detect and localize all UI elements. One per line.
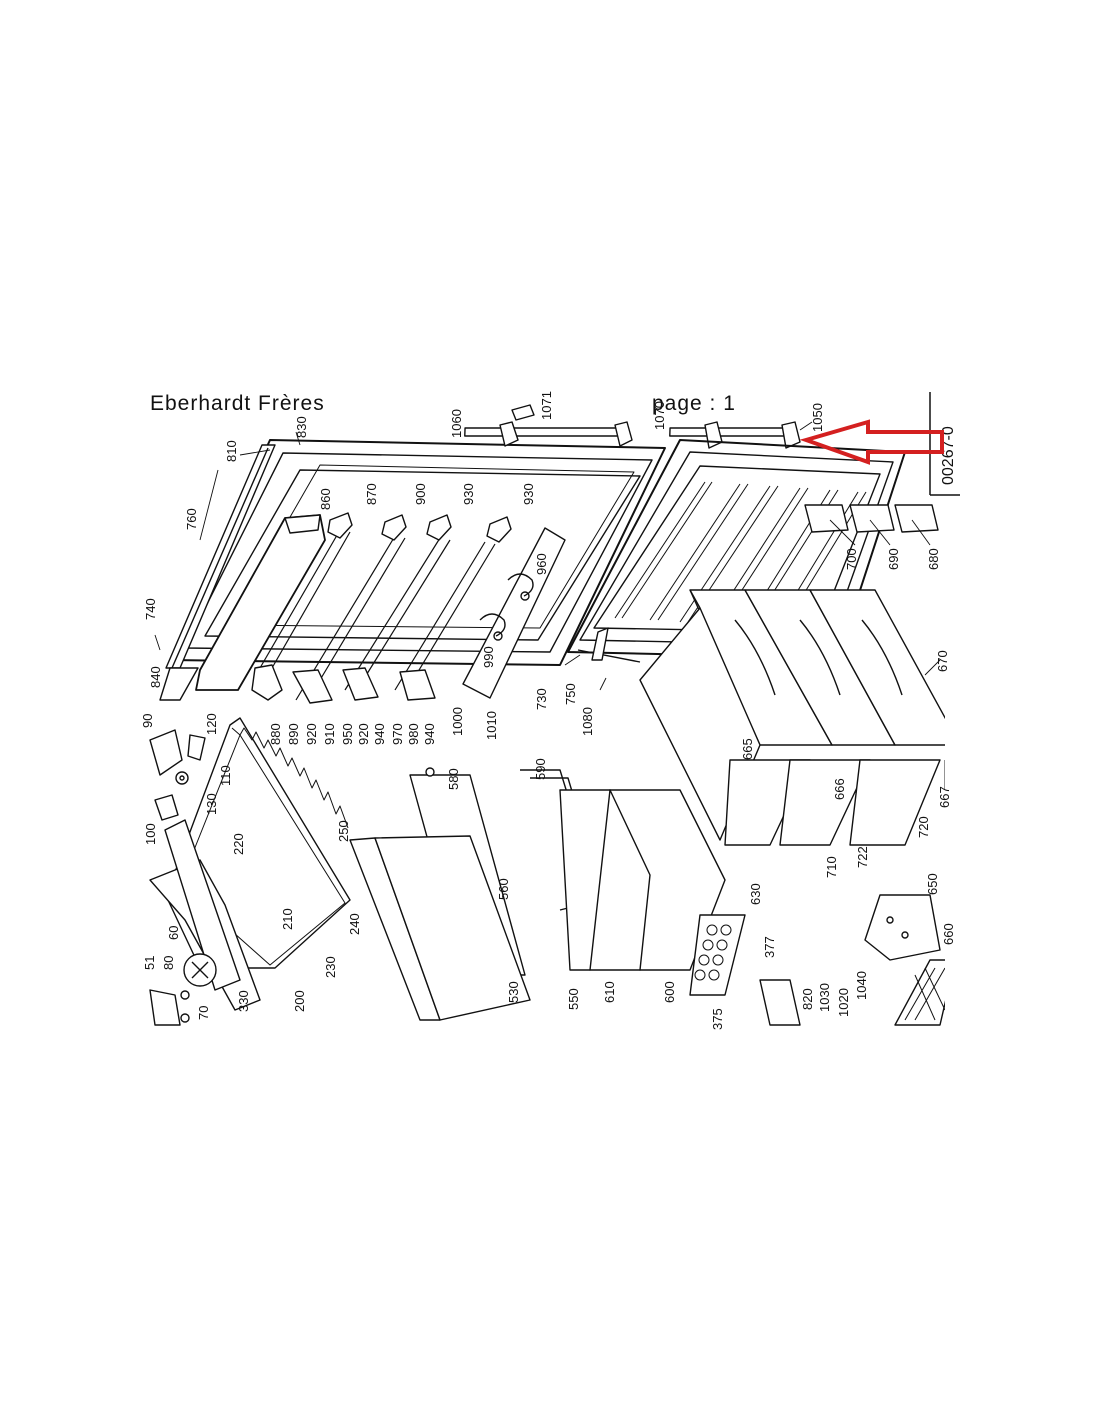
page-label: page : 1 bbox=[652, 392, 736, 415]
label-560: 560 bbox=[496, 878, 511, 900]
label-810: 810 bbox=[224, 440, 239, 462]
label-960: 960 bbox=[534, 553, 549, 575]
label-1071: 1071 bbox=[539, 391, 554, 420]
label-377: 377 bbox=[762, 936, 777, 958]
label-1040: 1040 bbox=[854, 971, 869, 1000]
label-240: 240 bbox=[347, 913, 362, 935]
label-665: 665 bbox=[740, 738, 755, 760]
label-200: 200 bbox=[292, 990, 307, 1012]
leader-lines bbox=[154, 421, 945, 790]
label-667: 667 bbox=[937, 786, 952, 808]
label-1080: 1080 bbox=[580, 707, 595, 736]
label-840: 840 bbox=[148, 666, 163, 688]
label-1000: 1000 bbox=[450, 707, 465, 736]
label-910: 910 bbox=[322, 723, 337, 745]
label-666: 666 bbox=[832, 778, 847, 800]
label-990: 990 bbox=[481, 646, 496, 668]
label-690: 690 bbox=[886, 548, 901, 570]
label-1060: 1060 bbox=[449, 409, 464, 438]
label-650: 650 bbox=[925, 873, 940, 895]
label-660: 660 bbox=[941, 923, 956, 945]
label-940b: 940 bbox=[422, 723, 437, 745]
label-1070: 1070 bbox=[652, 401, 667, 430]
label-970: 970 bbox=[390, 723, 405, 745]
label-230: 230 bbox=[323, 956, 338, 978]
label-722: 722 bbox=[855, 846, 870, 868]
label-930b: 930 bbox=[521, 483, 536, 505]
label-820: 820 bbox=[800, 988, 815, 1010]
label-590: 590 bbox=[533, 758, 548, 780]
label-680: 680 bbox=[926, 548, 941, 570]
label-940a: 940 bbox=[372, 723, 387, 745]
accessories bbox=[689, 894, 945, 1026]
label-920a: 920 bbox=[304, 723, 319, 745]
label-950: 950 bbox=[340, 723, 355, 745]
label-130: 130 bbox=[204, 793, 219, 815]
glass-shelves bbox=[349, 767, 531, 1021]
label-860: 860 bbox=[318, 488, 333, 510]
label-100: 100 bbox=[143, 823, 158, 845]
label-750: 750 bbox=[563, 683, 578, 705]
label-890: 890 bbox=[286, 723, 301, 745]
label-760: 760 bbox=[184, 508, 199, 530]
label-670: 670 bbox=[935, 650, 950, 672]
label-110: 110 bbox=[218, 765, 233, 786]
crisper-drawers bbox=[520, 769, 726, 971]
label-710: 710 bbox=[824, 856, 839, 878]
reference-code-box: 00267-0 bbox=[929, 392, 960, 496]
label-1010: 1010 bbox=[484, 711, 499, 740]
label-330: 330 bbox=[236, 990, 251, 1012]
label-980: 980 bbox=[406, 723, 421, 745]
label-70: 70 bbox=[196, 1006, 211, 1020]
label-730: 730 bbox=[534, 688, 549, 710]
label-1020: 1020 bbox=[836, 988, 851, 1017]
label-250: 250 bbox=[336, 820, 351, 842]
label-1030: 1030 bbox=[817, 983, 832, 1012]
label-630: 630 bbox=[748, 883, 763, 905]
reference-code: 00267-0 bbox=[940, 426, 957, 485]
label-920b: 920 bbox=[356, 723, 371, 745]
label-220: 220 bbox=[231, 833, 246, 855]
left-components bbox=[149, 717, 351, 1026]
label-900: 900 bbox=[413, 483, 428, 505]
label-375: 375 bbox=[710, 1008, 725, 1030]
label-870: 870 bbox=[364, 483, 379, 505]
brand-title: Eberhardt Frères bbox=[150, 392, 325, 415]
label-550: 550 bbox=[566, 988, 581, 1010]
top-hinge-bars bbox=[464, 404, 801, 449]
label-740: 740 bbox=[143, 598, 158, 620]
label-1050: 1050 bbox=[810, 403, 825, 432]
label-80: 80 bbox=[161, 956, 176, 970]
label-90: 90 bbox=[140, 714, 155, 728]
freezer-drawers bbox=[639, 589, 945, 846]
label-120: 120 bbox=[204, 713, 219, 735]
label-60: 60 bbox=[166, 926, 181, 940]
label-720: 720 bbox=[916, 816, 931, 838]
part-number-labels: 810 830 760 740 840 860 870 900 930 930 … bbox=[140, 391, 956, 1030]
label-580: 580 bbox=[446, 768, 461, 790]
label-700: 700 bbox=[844, 548, 859, 570]
red-callout-arrow bbox=[799, 419, 944, 465]
label-530: 530 bbox=[506, 981, 521, 1003]
label-930a: 930 bbox=[461, 483, 476, 505]
fridge-door-assembly bbox=[159, 439, 666, 704]
label-610: 610 bbox=[602, 981, 617, 1003]
label-51: 51 bbox=[142, 956, 157, 970]
label-600: 600 bbox=[662, 981, 677, 1003]
label-880: 880 bbox=[268, 723, 283, 745]
label-830: 830 bbox=[294, 416, 309, 438]
label-210: 210 bbox=[280, 908, 295, 930]
